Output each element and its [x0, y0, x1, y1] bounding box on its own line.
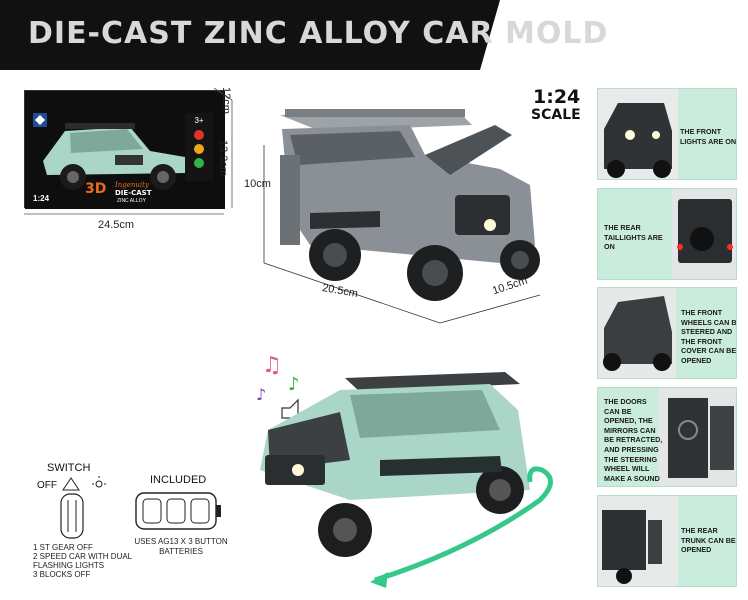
- switch-mode-3: FLASHING LIGHTS: [33, 561, 105, 570]
- feature-panel-rear-trunk: THE REAR TRUNK CAN BE OPENED: [597, 495, 737, 587]
- music-note-icon: ♫: [262, 353, 282, 378]
- front-wheels-photo: [598, 288, 676, 378]
- front-lights-photo: [598, 89, 678, 179]
- feature-panel-front-lights: THE FRONT LIGHTS ARE ON: [597, 88, 737, 180]
- rear-trunk-photo: [598, 496, 678, 586]
- battery-info-line-2: BATTERIES: [159, 547, 203, 556]
- battery-info: USES AG13 X 3 BUTTON BATTERIES: [130, 537, 232, 557]
- package-label-2: ZINC ALLOY: [117, 198, 147, 204]
- switch-off-label: OFF: [37, 480, 57, 491]
- feature-panel-rear-lights: THE REAR TAILLIGHTS ARE ON: [597, 188, 737, 280]
- package-dimension-lines: [24, 87, 233, 215]
- feature-panel-doors: THE DOORS CAN BE OPENED, THE MIRRORS CAN…: [597, 387, 737, 487]
- music-note-icon: ♪: [288, 374, 300, 395]
- slide-switch: [60, 493, 84, 539]
- package-label-1: DIE-CAST: [115, 189, 152, 197]
- package-illustration: 3+ 1:24 3D Ingenuity DIE-CAST ZINC ALLOY: [25, 91, 225, 209]
- battery-icon: [190, 498, 210, 524]
- scale-word: SCALE: [531, 107, 581, 123]
- banner-title: DIE-CAST ZINC ALLOY CAR MOLD: [28, 16, 609, 51]
- battery-icon: [142, 498, 162, 524]
- svg-text:3D: 3D: [85, 181, 106, 197]
- car-height: 10cm: [244, 178, 271, 190]
- battery-info-line-1: USES AG13 X 3 BUTTON: [134, 537, 228, 546]
- open-hood: [425, 125, 512, 175]
- doors-photo: [658, 388, 736, 486]
- light-icon: [92, 476, 106, 488]
- package-height: 13.3cm: [217, 140, 229, 177]
- warning-triangle-icon: [62, 477, 80, 491]
- age-badge: 3+: [194, 116, 203, 125]
- package-photo: 3+ 1:24 3D Ingenuity DIE-CAST ZINC ALLOY: [24, 90, 225, 209]
- feature-text-doors: THE DOORS CAN BE OPENED, THE MIRRORS CAN…: [604, 397, 663, 483]
- package-brand: Ingenuity: [114, 181, 150, 189]
- battery-pack-graphic: [135, 492, 221, 530]
- battery-icon: [166, 498, 186, 524]
- gray-car-illustration: [263, 109, 541, 324]
- music-note-icon: ♪: [256, 385, 266, 404]
- switch-mode-1: 1 ST GEAR OFF: [33, 543, 93, 552]
- switch-title: SWITCH: [47, 462, 91, 474]
- feature-text-front-lights: THE FRONT LIGHTS ARE ON: [680, 127, 737, 146]
- switch-mode-4: 3 BLOCKS OFF: [33, 570, 91, 579]
- feature-text-front-wheels: THE FRONT WHEELS CAN BE STEERED AND THE …: [681, 308, 737, 365]
- mint-car-illustration: ♫ ♪ ♪: [256, 353, 553, 588]
- title-banner: [0, 0, 500, 70]
- package-depth: 12cm: [220, 87, 232, 114]
- feature-text-rear-trunk: THE REAR TRUNK CAN BE OPENED: [681, 526, 736, 555]
- feature-panel-front-wheels: THE FRONT WHEELS CAN BE STEERED AND THE …: [597, 287, 737, 379]
- rear-lights-photo: [672, 189, 736, 279]
- switch-mode-2: 2 SPEED CAR WITH DUAL: [33, 552, 133, 561]
- package-scale: 1:24: [33, 194, 50, 203]
- included-title: INCLUDED: [150, 474, 207, 486]
- motion-arrow-icon: [374, 466, 553, 583]
- scale-ratio: 1:24: [533, 86, 581, 108]
- open-door: [280, 155, 300, 245]
- package-width: 24.5cm: [98, 219, 135, 231]
- switch-graphic: [60, 476, 106, 539]
- feature-text-rear-lights: THE REAR TAILLIGHTS ARE ON: [604, 223, 663, 252]
